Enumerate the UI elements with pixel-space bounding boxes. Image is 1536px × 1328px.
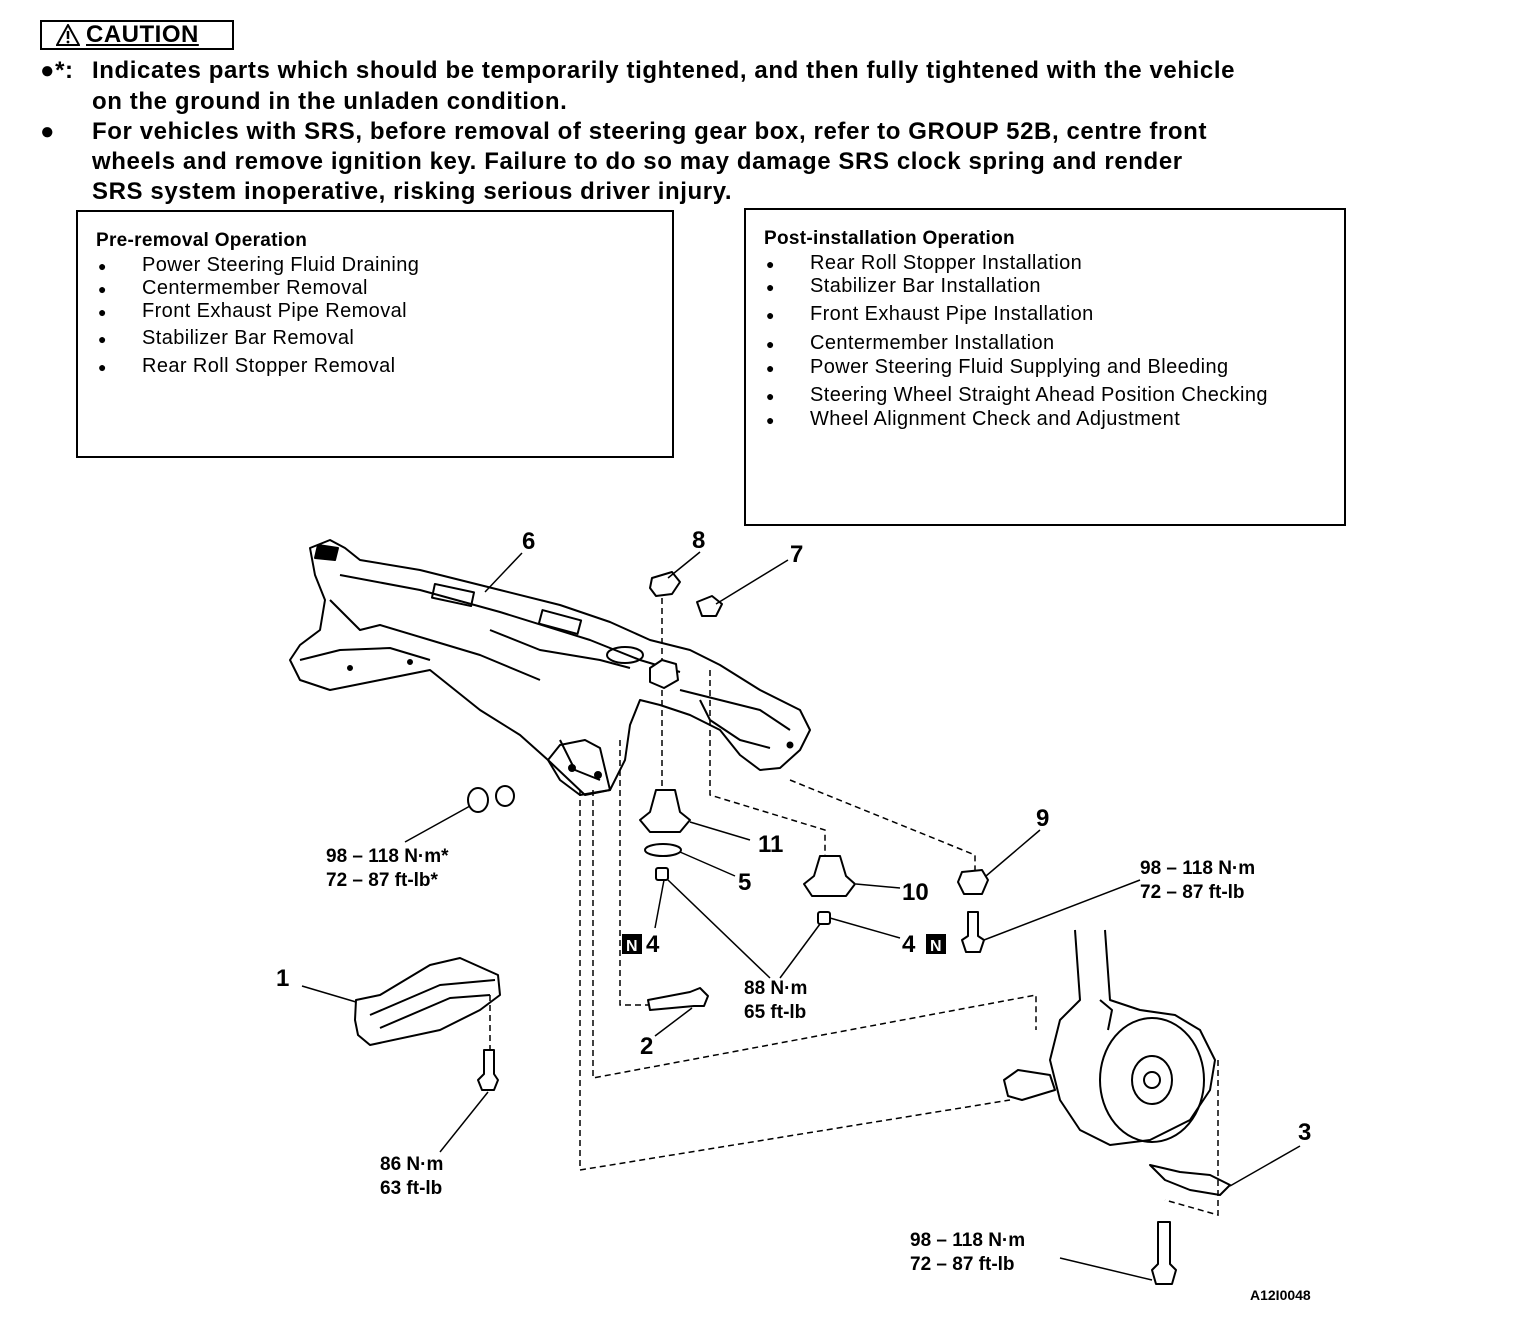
torque-bracket-nm: 86 N·m bbox=[380, 1154, 443, 1175]
bottom-bolt-drawing bbox=[1151, 1221, 1177, 1285]
n-symbol-box-right bbox=[926, 934, 946, 954]
roll-stopper-11-drawing bbox=[639, 789, 691, 833]
bushing-9-drawing bbox=[957, 869, 989, 895]
pre-removal-item: Power Steering Fluid Draining bbox=[96, 254, 419, 278]
washer-left-drawing bbox=[495, 785, 515, 807]
knuckle-hub-drawing bbox=[1003, 929, 1216, 1146]
torque-right-bolt-nm: 98 – 118 N·m bbox=[1140, 858, 1255, 879]
post-installation-item: Rear Roll Stopper Installation bbox=[764, 252, 1268, 276]
post-installation-panel: Post-installation Operation Rear Roll St… bbox=[744, 208, 1346, 526]
pre-removal-panel: Pre-removal Operation Power Steering Flu… bbox=[76, 210, 674, 458]
post-installation-title: Post-installation Operation bbox=[764, 228, 1015, 249]
caution-heading-box: CAUTION bbox=[40, 20, 234, 50]
assembly-guide-lines bbox=[489, 598, 1219, 1216]
part-number-7: 7 bbox=[790, 541, 803, 568]
figure-code: A12I0048 bbox=[1250, 1287, 1311, 1303]
post-installation-item: Front Exhaust Pipe Installation bbox=[764, 303, 1268, 332]
nut-left-drawing bbox=[467, 787, 489, 813]
warning-triangle-icon bbox=[56, 24, 80, 46]
post-installation-item: Centermember Installation bbox=[764, 332, 1268, 356]
nut-8-drawing bbox=[649, 571, 681, 597]
post-installation-list: Rear Roll Stopper Installation Stabilize… bbox=[764, 252, 1268, 432]
crossmember-drawing bbox=[289, 539, 811, 796]
caution-note-line-2: on the ground in the unladen condition. bbox=[92, 88, 568, 115]
part-number-4-right: 4 bbox=[902, 931, 916, 958]
torque-bottom-nm: 98 – 118 N·m bbox=[910, 1230, 1025, 1251]
caution-srs-bullet: ● bbox=[40, 118, 56, 145]
pre-removal-item: Rear Roll Stopper Removal bbox=[96, 355, 419, 379]
caution-srs-line-1: For vehicles with SRS, before removal of… bbox=[92, 118, 1208, 145]
bracket-bolt-drawing bbox=[477, 1049, 499, 1091]
n-symbol-left: N bbox=[626, 938, 638, 955]
bracket-3-drawing bbox=[1149, 1164, 1231, 1196]
pre-removal-list: Power Steering Fluid Draining Centermemb… bbox=[96, 254, 419, 379]
bolt-2-drawing bbox=[647, 987, 709, 1011]
nut-4-left-drawing bbox=[655, 867, 669, 881]
part-number-6: 6 bbox=[522, 528, 535, 555]
torque-bracket-ftlb: 63 ft-lb bbox=[380, 1178, 442, 1199]
part-number-4-left: 4 bbox=[646, 931, 660, 958]
pre-removal-item: Stabilizer Bar Removal bbox=[96, 327, 419, 355]
torque-left-crossmember-nm: 98 – 118 N·m* bbox=[326, 846, 449, 867]
part-number-2: 2 bbox=[640, 1033, 653, 1060]
n-symbol-box-left bbox=[622, 934, 642, 954]
leader-lines bbox=[301, 551, 1301, 1281]
post-installation-item: Wheel Alignment Check and Adjustment bbox=[764, 408, 1268, 432]
part-number-8: 8 bbox=[692, 527, 705, 554]
part-number-11: 11 bbox=[758, 831, 783, 858]
washer-5-drawing bbox=[644, 843, 682, 857]
pre-removal-title: Pre-removal Operation bbox=[96, 230, 308, 251]
pre-removal-item: Front Exhaust Pipe Removal bbox=[96, 300, 419, 327]
bolt-right-drawing bbox=[961, 911, 985, 953]
caution-srs-line-2: wheels and remove ignition key. Failure … bbox=[92, 148, 1183, 175]
n-symbol-right: N bbox=[930, 938, 942, 955]
torque-bottom-ftlb: 72 – 87 ft-lb bbox=[910, 1254, 1015, 1275]
part-number-5: 5 bbox=[738, 869, 751, 896]
caution-note-marker: ●*: bbox=[40, 57, 74, 84]
post-installation-item: Power Steering Fluid Supplying and Bleed… bbox=[764, 356, 1268, 384]
nut-4-right-drawing bbox=[817, 911, 831, 925]
caution-note-line-1: Indicates parts which should be temporar… bbox=[92, 57, 1236, 84]
torque-ball-joint-ftlb: 65 ft-lb bbox=[744, 1002, 806, 1023]
nut-7-drawing bbox=[696, 595, 723, 617]
caution-heading: CAUTION bbox=[86, 21, 199, 48]
part-number-1: 1 bbox=[276, 965, 289, 992]
mount-10-drawing bbox=[803, 855, 856, 897]
caution-srs-line-3: SRS system inoperative, risking serious … bbox=[92, 178, 733, 205]
post-installation-item: Stabilizer Bar Installation bbox=[764, 275, 1268, 303]
bracket-1-drawing bbox=[354, 957, 501, 1046]
part-number-9: 9 bbox=[1036, 805, 1049, 832]
torque-ball-joint-nm: 88 N·m bbox=[744, 978, 807, 999]
post-installation-item: Steering Wheel Straight Ahead Position C… bbox=[764, 384, 1268, 408]
torque-right-bolt-ftlb: 72 – 87 ft-lb bbox=[1140, 882, 1245, 903]
torque-left-crossmember-ftlb: 72 – 87 ft-lb* bbox=[326, 870, 439, 891]
pre-removal-item: Centermember Removal bbox=[96, 277, 419, 301]
part-number-10: 10 bbox=[902, 879, 929, 906]
part-number-3: 3 bbox=[1298, 1119, 1311, 1146]
